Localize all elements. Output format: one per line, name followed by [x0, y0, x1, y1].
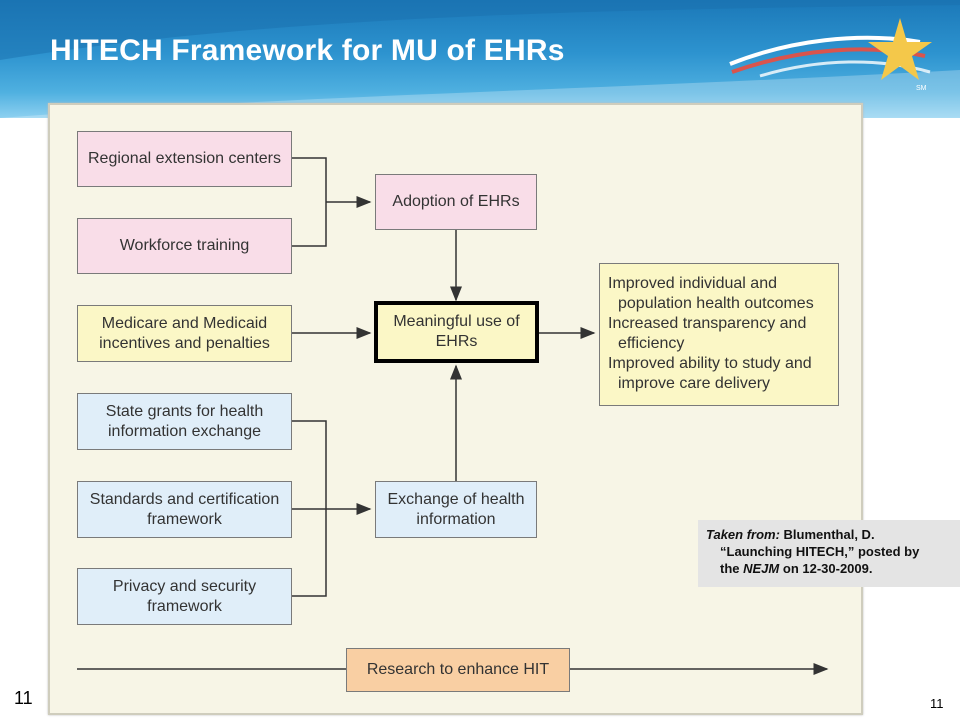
slide-title: HITECH Framework for MU of EHRs	[50, 34, 565, 67]
citation-label: Taken from:	[706, 527, 780, 542]
box-privacy-security: Privacy and security framework	[77, 568, 292, 625]
box-exchange-of-health-information: Exchange of health information	[375, 481, 537, 538]
box-meaningful-use: Meaningful use of EHRs	[374, 301, 539, 363]
box-workforce-training: Workforce training	[77, 218, 292, 274]
citation-author: Blumenthal, D.	[783, 527, 875, 542]
page-number-left: 11	[14, 688, 33, 708]
box-standards-certification: Standards and certification framework	[77, 481, 292, 538]
citation-note: Taken from: Blumenthal, D. “Launching HI…	[698, 520, 960, 587]
logo-mark: SM	[916, 85, 927, 92]
box-medicare-medicaid-incentives: Medicare and Medicaid incentives and pen…	[77, 305, 292, 362]
citation-source: the NEJM on 12-30-2009.	[706, 560, 954, 577]
citation-article: “Launching HITECH,” posted by	[720, 544, 920, 559]
star-swoosh-logo: SM	[729, 18, 932, 92]
page-number-right: 11	[930, 696, 944, 711]
box-outcomes: Improved individual and population healt…	[599, 263, 839, 406]
citation-date: on 12-30-2009.	[782, 561, 873, 576]
outcome-item: Improved ability to study and improve ca…	[608, 355, 812, 392]
outcome-item: Improved individual and population healt…	[608, 275, 814, 312]
citation-journal: NEJM	[743, 561, 780, 576]
outcomes-list: Improved individual and population healt…	[608, 274, 830, 394]
box-state-grants: State grants for health information exch…	[77, 393, 292, 450]
outcome-item: Increased transparency and efficiency	[608, 315, 807, 352]
box-adoption-of-ehrs: Adoption of EHRs	[375, 174, 537, 230]
top-inputs-bracket	[292, 157, 327, 247]
box-research-enhance-hit: Research to enhance HIT	[346, 648, 570, 692]
citation-the: the	[720, 561, 740, 576]
box-regional-extension-centers: Regional extension centers	[77, 131, 292, 187]
